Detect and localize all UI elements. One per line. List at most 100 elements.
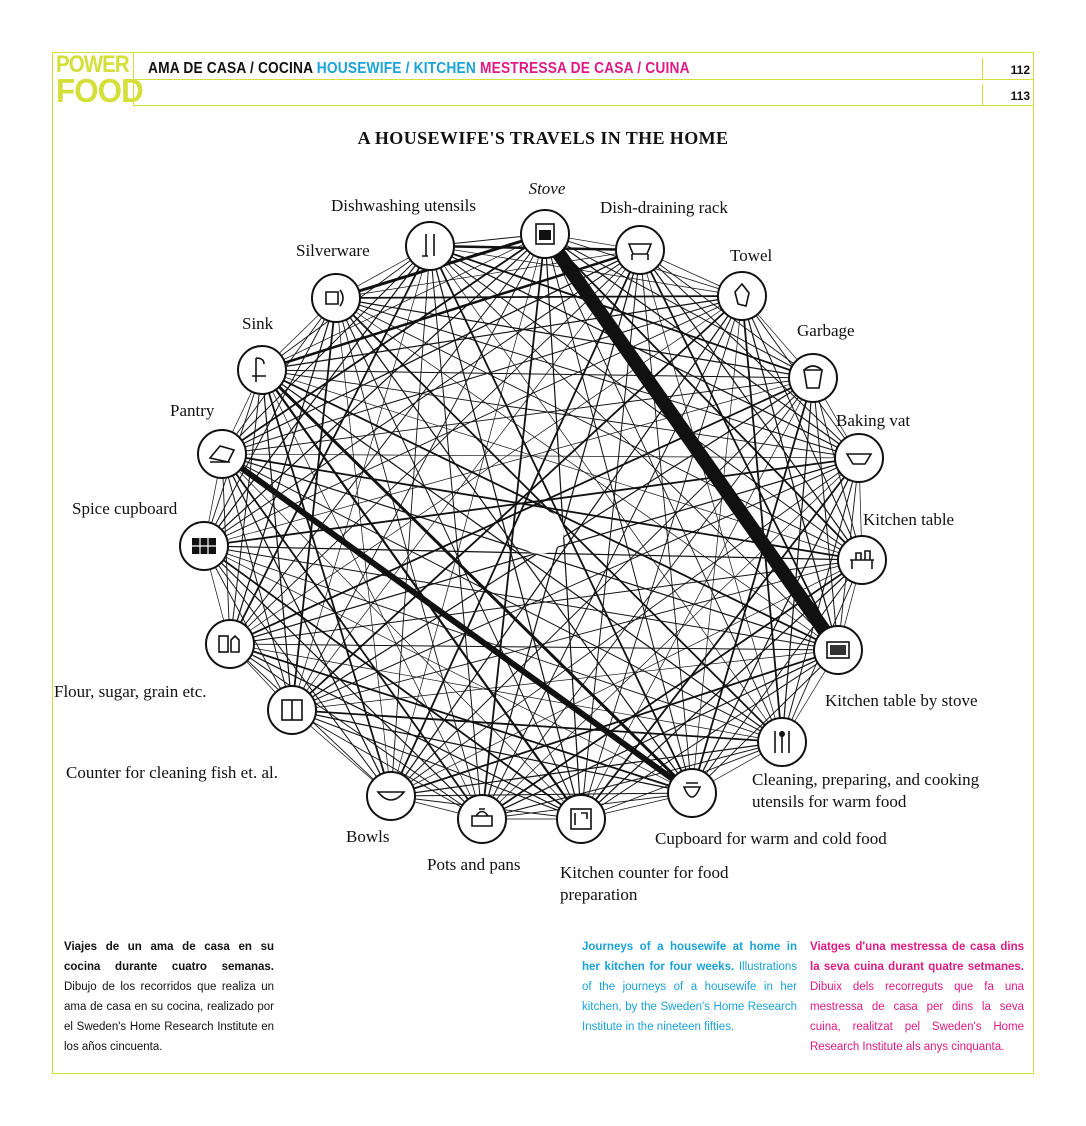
- travel-line: [335, 297, 392, 797]
- node-fish-counter: Counter for cleaning fish et. al.: [66, 685, 317, 782]
- node-circle: [717, 271, 767, 321]
- travel-line: [203, 545, 783, 743]
- caption-spanish-text: Dibujo de los recorridos que realiza un …: [64, 981, 274, 1053]
- node-label: Pantry: [170, 401, 215, 420]
- travel-line: [203, 545, 839, 651]
- travel-line: [481, 559, 863, 820]
- dishwashing-icon: [422, 234, 435, 257]
- travel-line: [390, 377, 814, 797]
- node-circle: [197, 429, 247, 479]
- travel-line: [691, 377, 814, 794]
- node-pantry: Pantry: [170, 401, 247, 479]
- travel-line: [261, 369, 483, 820]
- node-circle: [667, 768, 717, 818]
- travel-line: [335, 297, 483, 820]
- travel-line: [291, 233, 546, 711]
- travel-line: [390, 741, 783, 797]
- travel-line: [221, 453, 582, 820]
- travel-line: [429, 245, 483, 820]
- travel-line: [291, 709, 483, 820]
- header-row-bottom: [134, 84, 1034, 106]
- travel-line: [691, 559, 863, 794]
- travel-line: [639, 249, 693, 794]
- travel-line: [221, 453, 483, 820]
- network-edges: [203, 227, 863, 820]
- node-dish-rack: Dish-draining rack: [600, 198, 728, 275]
- caption-catalan-text: Dibuix dels recorreguts que fa una mestr…: [810, 981, 1024, 1053]
- sink-icon: [252, 357, 266, 382]
- node-flour: Flour, sugar, grain etc.: [54, 619, 255, 701]
- node-circle: [788, 353, 838, 403]
- travel-line: [390, 295, 743, 797]
- caption-spanish-bold: Viajes de un ama de casa en su cocina du…: [64, 941, 274, 973]
- travel-line: [429, 245, 839, 651]
- travel-line: [481, 295, 743, 820]
- node-label: Spice cupboard: [72, 499, 178, 518]
- travel-line: [221, 453, 783, 743]
- node-circle: [366, 771, 416, 821]
- node-towel: Towel: [717, 246, 773, 321]
- travel-line: [203, 545, 582, 820]
- travel-line: [260, 368, 694, 795]
- page-number-112: 112: [1010, 63, 1030, 77]
- travel-line: [741, 295, 839, 651]
- travel-line: [221, 453, 839, 651]
- counter-icon: [570, 808, 592, 830]
- node-circle: [205, 619, 255, 669]
- travel-line: [291, 709, 693, 794]
- travel-line: [691, 649, 839, 794]
- travel-line: [229, 643, 693, 794]
- travel-line: [203, 545, 392, 797]
- travel-line: [221, 453, 293, 711]
- travel-line: [261, 369, 582, 820]
- travel-line: [261, 369, 863, 561]
- towel-icon: [734, 282, 750, 307]
- page-title: AMA DE CASA / COCINA HOUSEWIFE / KITCHEN…: [148, 60, 690, 78]
- dish-rack-icon: [627, 243, 653, 260]
- node-label: Bowls: [346, 827, 389, 846]
- travel-line: [781, 457, 860, 743]
- travel-line: [229, 377, 814, 645]
- title-catalan: MESTRESSA DE CASA / CUINA: [479, 60, 690, 77]
- travel-line: [429, 245, 693, 794]
- caption-catalan-bold: Viatges d'una mestressa de casa dins la …: [810, 941, 1024, 973]
- node-label: Flour, sugar, grain etc.: [54, 682, 207, 701]
- node-pot: Pots and pans: [427, 794, 521, 874]
- power-food-logo: POWER FOOD: [52, 51, 144, 107]
- node-table-stove: Kitchen table by stove: [813, 625, 978, 710]
- node-circle: [556, 794, 606, 844]
- flour-icon: [218, 634, 240, 653]
- travel-line: [390, 457, 860, 797]
- node-stove: Stove: [520, 179, 570, 259]
- page-number-box-113: 113: [982, 84, 1034, 106]
- node-label: Towel: [730, 246, 773, 265]
- travel-line: [203, 295, 743, 547]
- travel-line: [429, 245, 783, 743]
- travel-line: [741, 295, 863, 561]
- travel-line: [429, 245, 582, 820]
- node-label: Baking vat: [836, 411, 910, 430]
- node-label: Pots and pans: [427, 855, 521, 874]
- travel-line: [390, 233, 546, 797]
- travel-line: [390, 249, 641, 797]
- logo-line-power: POWER: [56, 51, 130, 78]
- travel-line: [221, 295, 743, 455]
- node-spice: Spice cupboard: [72, 499, 229, 571]
- travel-line: [429, 245, 743, 297]
- logo-line-food: FOOD: [56, 72, 144, 109]
- travel-line: [691, 295, 743, 794]
- node-label: Dishwashing utensils: [331, 196, 476, 215]
- travel-line: [221, 249, 641, 455]
- node-label: Dish-draining rack: [600, 198, 728, 217]
- travel-line: [481, 377, 814, 820]
- travel-line: [221, 453, 860, 459]
- bowl-icon: [376, 791, 406, 801]
- travel-line: [390, 649, 839, 797]
- node-baking-vat: Baking vat: [834, 411, 910, 483]
- travel-line: [429, 245, 860, 459]
- travel-line: [203, 545, 693, 794]
